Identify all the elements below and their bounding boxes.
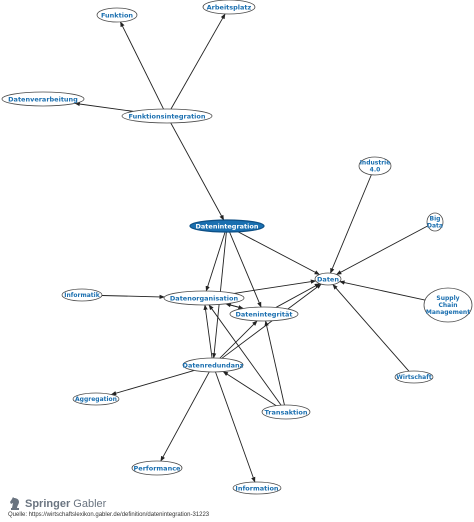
node-information[interactable]: Information	[232, 481, 282, 495]
chess-knight-icon	[10, 497, 19, 510]
node-shape	[72, 392, 120, 406]
node-arbeitsplatz[interactable]: Arbeitsplatz	[202, 0, 256, 15]
node-shape	[358, 156, 392, 176]
edge-wirtschaft-to-daten	[332, 284, 410, 372]
node-shape	[163, 290, 245, 306]
node-shape	[426, 212, 444, 232]
node-shape	[232, 481, 282, 495]
node-label: Informatik	[64, 292, 100, 299]
edge-transaktion-to-datenintegritaet	[264, 320, 285, 406]
node-datenintegration[interactable]: Datenintegration	[189, 219, 265, 233]
node-label: Datenintegration	[196, 222, 259, 230]
edge-informatik-to-datenorganisation	[101, 294, 165, 300]
edge-funktionsintegration-to-funktion	[120, 21, 164, 110]
node-daten[interactable]: Daten	[314, 272, 342, 286]
node-aggregation[interactable]: Aggregation	[72, 392, 120, 406]
node-datenorganisation[interactable]: Datenorganisation	[163, 290, 245, 306]
node-label: Datenintegrität	[236, 310, 293, 318]
node-label: Performance	[134, 464, 182, 472]
edge-transaktion-to-datenredundanz	[222, 371, 277, 407]
brand-gabler: Gabler	[73, 498, 107, 510]
nodes: Funktion ArbeitsplatzDatenverarbeitungFun…	[1, 0, 473, 495]
node-transaktion[interactable]: Transaktion	[261, 404, 311, 420]
node-funktion[interactable]: Funktion	[96, 7, 138, 23]
edge-bigdata-to-daten	[336, 225, 428, 275]
edge-datenredundanz-to-datenintegritaet	[219, 320, 258, 359]
node-informatik[interactable]: Informatik	[61, 288, 103, 302]
node-shape	[229, 306, 299, 322]
node-label: Arbeitsplatz	[207, 3, 252, 11]
node-label: Transaktion	[265, 408, 308, 416]
springer-gabler-logo: Springer Gabler	[8, 497, 106, 511]
node-wirtschaft[interactable]: Wirtschaft	[394, 370, 434, 384]
edges	[74, 13, 428, 483]
node-shape	[261, 404, 311, 420]
edge-datenorganisation-to-daten	[234, 279, 317, 294]
node-label: Funktion	[101, 11, 133, 19]
edge-transaktion-to-datenorganisation	[208, 304, 282, 406]
node-shape	[61, 288, 103, 302]
edge-datenintegration-to-daten	[237, 231, 320, 275]
node-label: Information	[235, 484, 279, 492]
edge-datenredundanz-to-performance	[160, 371, 210, 462]
edge-datenintegritaet-to-datenorganisation	[225, 303, 244, 309]
node-shape	[1, 91, 85, 107]
edge-datenintegritaet-to-daten	[275, 283, 321, 308]
edge-funktionsintegration-to-datenverarbeitung	[74, 101, 134, 112]
node-shape	[131, 460, 183, 476]
node-shape	[182, 357, 244, 373]
edge-datenredundanz-to-aggregation	[110, 370, 195, 396]
node-shape	[394, 370, 434, 384]
node-shape	[121, 108, 213, 124]
node-label: Funktionsintegration	[128, 112, 205, 120]
node-label: Datenverarbeitung	[8, 95, 78, 103]
node-shape	[202, 0, 256, 15]
edge-funktionsintegration-to-datenintegration	[170, 122, 225, 221]
node-datenverarbeitung[interactable]: Datenverarbeitung	[1, 91, 85, 107]
edge-datenintegration-to-datenorganisation	[205, 231, 226, 292]
node-datenintegritaet[interactable]: Datenintegrität	[229, 306, 299, 322]
node-label: Datenredundanz	[183, 361, 244, 369]
edge-datenintegration-to-datenintegritaet	[229, 231, 262, 308]
source-line: Quelle: https://wirtschaftslexikon.gable…	[8, 512, 210, 518]
node-performance[interactable]: Performance	[131, 460, 183, 476]
brand-springer: Springer	[25, 498, 71, 510]
node-label: Aggregation	[75, 396, 117, 403]
node-shape	[96, 7, 138, 23]
node-shape	[423, 287, 473, 323]
edge-scm-to-daten	[339, 280, 426, 301]
node-shape	[314, 272, 342, 286]
edge-industrie-to-daten	[330, 174, 372, 274]
edge-funktionsintegration-to-arbeitsplatz	[170, 13, 226, 110]
node-label: Wirtschaft	[396, 374, 432, 381]
node-label: Daten	[317, 275, 339, 283]
node-label: Datenorganisation	[170, 294, 239, 302]
edge-datenredundanz-to-information	[215, 371, 256, 483]
node-shape	[189, 219, 265, 233]
node-funktionsintegration[interactable]: Funktionsintegration	[121, 108, 213, 124]
node-datenredundanz[interactable]: Datenredundanz	[182, 357, 244, 373]
edge-datenredundanz-to-datenorganisation	[203, 304, 213, 359]
